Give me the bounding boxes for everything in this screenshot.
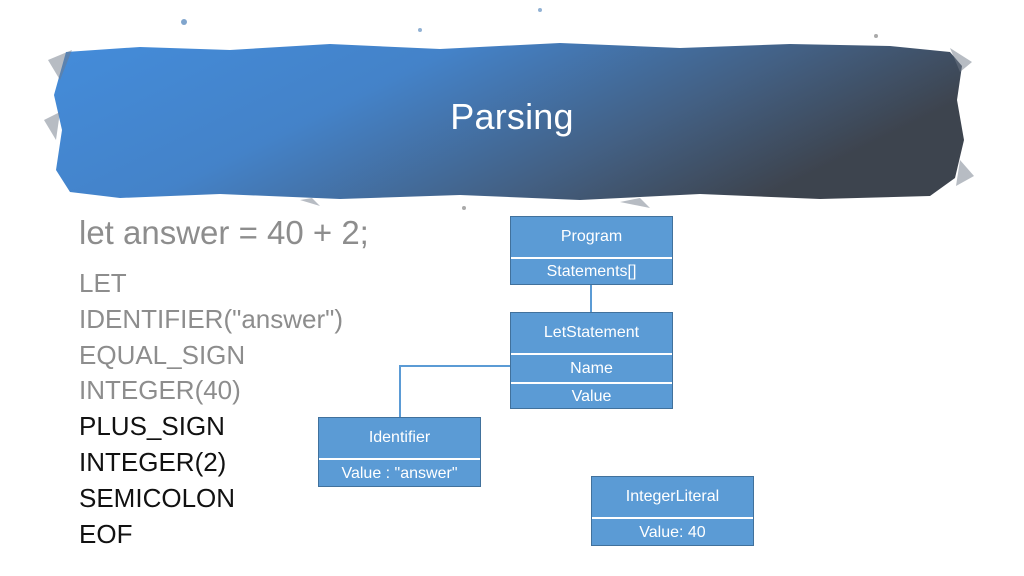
integerliteral-node: IntegerLiteral Value: 40 (591, 476, 754, 546)
banner-speck (462, 206, 466, 210)
title-banner (44, 8, 974, 210)
letstatement-node-field: Name (511, 353, 672, 382)
letstatement-node: LetStatement Name Value (510, 312, 673, 409)
program-node: Program Statements[] (510, 216, 673, 285)
identifier-node-field: Value : "answer" (319, 458, 480, 487)
banner-speck (874, 34, 878, 38)
banner-speck (538, 8, 542, 12)
banner-speck (418, 28, 422, 32)
integerliteral-node-field: Value: 40 (592, 517, 753, 546)
integerliteral-node-header: IntegerLiteral (625, 488, 720, 505)
program-node-field: Statements[] (511, 257, 672, 285)
token-item: INTEGER(40) (79, 375, 241, 406)
token-item: EQUAL_SIGN (79, 339, 246, 370)
token-item: INTEGER(2) (79, 446, 227, 477)
identifier-node-header: Identifier (368, 429, 431, 446)
token-item: PLUS_SIGN (79, 411, 225, 442)
banner-shape (54, 43, 964, 200)
letstatement-node-field: Value (511, 382, 672, 409)
letstatement-node-header: LetStatement (543, 324, 640, 341)
connector-name-identifier (399, 365, 510, 417)
program-node-header: Program (560, 228, 623, 245)
banner-speck (181, 19, 187, 25)
token-item: SEMICOLON (79, 482, 236, 513)
slide-title: Parsing (450, 96, 574, 137)
identifier-node: Identifier Value : "answer" (318, 417, 481, 487)
token-item: LET (79, 268, 127, 298)
source-code-line: let answer = 40 + 2; (79, 214, 369, 251)
token-item: EOF (79, 518, 133, 549)
token-list: LET IDENTIFIER("answer") EQUAL_SIGN INTE… (79, 266, 343, 552)
token-item: IDENTIFIER("answer") (79, 303, 344, 334)
